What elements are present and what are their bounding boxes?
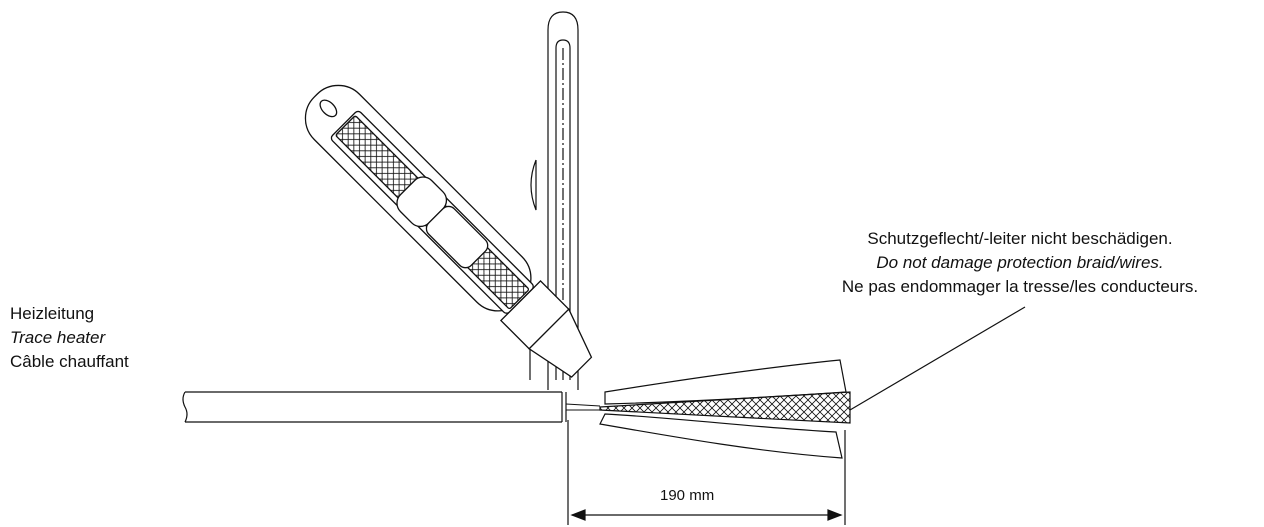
leader-line: [849, 306, 1026, 411]
dimension-lines: [567, 420, 846, 525]
utility-knife-icon: [304, 84, 593, 378]
cable-label-de: Heizleitung: [10, 304, 95, 323]
dimension-label: 190 mm: [660, 487, 715, 504]
cable-jacket-flaps: [599, 359, 847, 459]
braid-warning-fr: Ne pas endommager la tresse/les conducte…: [841, 277, 1199, 296]
cable-label-en: Trace heater: [10, 328, 106, 347]
cable-core: [565, 403, 601, 411]
cable-label: Heizleitung Trace heater Câble chauffant: [10, 302, 129, 374]
cable-label-fr: Câble chauffant: [10, 352, 129, 371]
protection-braid: [599, 391, 851, 424]
braid-warning-en: Do not damage protection braid/wires.: [876, 253, 1164, 272]
braid-warning: Schutzgeflecht/-leiter nicht beschädigen…: [780, 227, 1260, 299]
heating-cable: [182, 391, 567, 423]
braid-warning-de: Schutzgeflecht/-leiter nicht beschädigen…: [867, 229, 1173, 248]
